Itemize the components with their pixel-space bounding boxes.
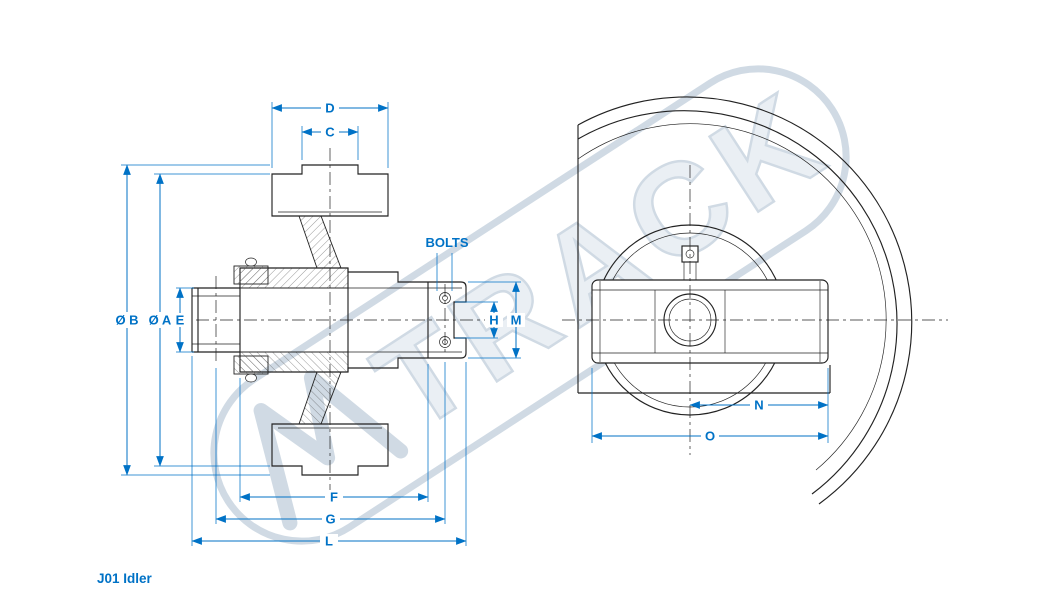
dim-f: F	[239, 364, 429, 505]
bearing-block	[591, 279, 829, 364]
dim-c: C	[301, 125, 359, 160]
bearing-block-details	[592, 281, 828, 362]
dim-d: D	[271, 101, 389, 168]
wheel-web	[298, 215, 342, 269]
dim-label-c: C	[325, 125, 335, 140]
dim-label-dia-b: Ø B	[115, 313, 138, 328]
watermark-text: TRACK	[350, 61, 853, 458]
dim-l: L	[191, 356, 467, 549]
detail-centerlines	[215, 276, 446, 364]
tread-arc	[577, 123, 887, 471]
cap-bolt	[245, 257, 257, 267]
mounting-bracket	[427, 281, 467, 320]
dim-label-m: M	[511, 313, 522, 328]
dim-dia-a: Ø A	[142, 173, 270, 467]
rim-arc-inner	[577, 110, 898, 495]
rim-profile	[271, 164, 389, 217]
base-line	[578, 365, 831, 394]
watermark-logo-mark	[253, 370, 409, 531]
drawing-caption: J01 Idler	[97, 571, 153, 586]
dim-label-d: D	[325, 101, 334, 116]
bearing-cap	[233, 265, 269, 285]
dim-bolts: BOLTS	[425, 235, 469, 291]
dim-label-bolts: BOLTS	[425, 235, 468, 250]
section-view: D C Ø B Ø A E BOLTS	[109, 101, 525, 549]
dim-label-g: G	[325, 512, 335, 527]
dim-label-f: F	[330, 490, 338, 505]
dim-dia-b: Ø B	[109, 164, 270, 476]
wheel-upper-half	[191, 164, 467, 320]
dim-g: G	[215, 362, 446, 527]
dim-label-h: H	[489, 313, 498, 328]
dim-label-e: E	[176, 313, 185, 328]
front-view: N O	[562, 96, 948, 505]
dim-label-l: L	[325, 534, 333, 549]
dim-label-dia-a: Ø A	[149, 313, 172, 328]
dim-h: H	[455, 301, 503, 339]
dim-n: N	[689, 368, 829, 413]
dim-m: M	[468, 281, 525, 359]
dim-label-o: O	[705, 429, 715, 444]
dim-o: O	[591, 368, 829, 444]
dim-label-n: N	[754, 398, 763, 413]
outer-rim-arc	[577, 96, 913, 505]
dim-e: E	[171, 287, 194, 353]
